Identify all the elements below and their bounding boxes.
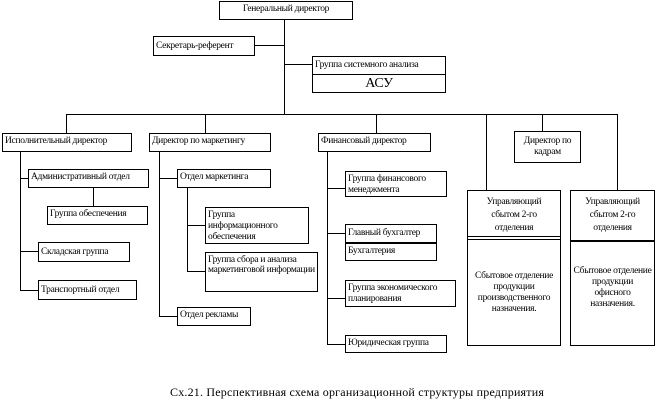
exec-director-box: Исполнительный директор <box>2 133 132 152</box>
sales-manager-2-box: Управляющий сбытом 2-го отделения Сбытов… <box>570 190 655 346</box>
connector <box>20 251 38 252</box>
sales-manager-1-box: Управляющий сбытом 2-го отделения Сбытов… <box>467 190 561 346</box>
connector <box>159 178 177 179</box>
connector <box>187 271 205 272</box>
warehouse-group-label: Складская группа <box>41 247 109 257</box>
info-group-box: Группа информационного обеспечения <box>205 207 309 244</box>
connector <box>254 45 284 46</box>
asu-label: АСУ <box>365 76 393 91</box>
sales-manager-1-body: Сбытовое отделение продукции производств… <box>475 271 553 314</box>
sales-manager-1-title: Управляющий сбытом 2-го отделения <box>486 197 542 233</box>
finance-director-box: Финансовый директор <box>318 133 431 152</box>
secretary-box: Секретарь-референт <box>153 36 255 56</box>
analysis-group-box: Группа сбора и анализа маркетинговой инф… <box>205 252 318 292</box>
diagram-caption: Сх.21. Перспективная схема организационн… <box>170 385 545 399</box>
connector <box>66 114 67 133</box>
admin-dept-box: Административный отдел <box>28 169 149 188</box>
chief-accountant-box: Главный бухгалтер Бухгалтерия <box>345 224 437 261</box>
transport-dept-box: Транспортный отдел <box>38 280 137 300</box>
connector <box>187 187 188 271</box>
connector <box>159 316 177 317</box>
general-director-box: Генеральный директор <box>219 1 353 20</box>
system-analysis-box: Группа системного анализа АСУ <box>312 56 446 93</box>
connector <box>327 344 345 345</box>
ads-dept-label: Отдел рекламы <box>180 310 239 320</box>
legal-group-box: Юридическая группа <box>345 335 447 353</box>
connector <box>66 114 617 115</box>
connector <box>159 151 160 316</box>
connector <box>327 298 345 299</box>
connector <box>327 188 345 189</box>
connector <box>327 151 328 344</box>
connector <box>205 114 206 133</box>
marketing-director-label: Директор по маркетингу <box>152 136 246 146</box>
admin-dept-label: Административный отдел <box>31 172 130 182</box>
connector <box>93 187 94 206</box>
connector <box>20 290 38 291</box>
hr-director-box: Директор по кадрам <box>514 131 581 163</box>
connector <box>542 114 543 131</box>
general-director-label: Генеральный директор <box>242 4 330 14</box>
fin-mgmt-box: Группа финансового менеджмента <box>345 171 447 197</box>
transport-dept-label: Транспортный отдел <box>41 285 120 295</box>
info-group-label: Группа информационного обеспечения <box>208 210 278 242</box>
fin-mgmt-label: Группа финансового менеджмента <box>348 174 426 195</box>
secretary-label: Секретарь-референт <box>156 41 234 51</box>
accounting-label: Бухгалтерия <box>348 246 395 256</box>
economic-planning-label: Группа экономического планирования <box>348 283 438 304</box>
hr-director-label: Директор по кадрам <box>523 136 572 157</box>
warehouse-group-box: Складская группа <box>38 242 130 262</box>
economic-planning-box: Группа экономического планирования <box>345 280 456 307</box>
connector <box>486 114 487 190</box>
marketing-director-box: Директор по маркетингу <box>149 133 271 152</box>
connector <box>20 151 21 290</box>
connector <box>20 178 28 179</box>
connector <box>376 114 377 133</box>
connector <box>284 19 285 114</box>
system-analysis-label: Группа системного анализа <box>315 60 419 70</box>
connector <box>284 64 312 65</box>
sales-manager-2-body: Сбытовое отделение продукции офисного на… <box>573 266 652 309</box>
marketing-dept-label: Отдел маркетинга <box>180 172 249 182</box>
supply-group-label: Группа обеспечения <box>50 209 127 219</box>
exec-director-label: Исполнительный директор <box>5 136 108 146</box>
connector <box>187 225 205 226</box>
marketing-dept-box: Отдел маркетинга <box>177 169 271 188</box>
ads-dept-box: Отдел рекламы <box>177 307 251 326</box>
supply-group-box: Группа обеспечения <box>47 206 148 225</box>
chief-accountant-label: Главный бухгалтер <box>348 228 421 238</box>
connector <box>617 114 618 190</box>
sales-manager-2-title: Управляющий сбытом 2-го отделения <box>585 197 640 233</box>
finance-director-label: Финансовый директор <box>321 136 407 146</box>
analysis-group-label: Группа сбора и анализа маркетинговой инф… <box>208 255 315 275</box>
connector <box>327 233 345 234</box>
legal-group-label: Юридическая группа <box>348 338 429 348</box>
